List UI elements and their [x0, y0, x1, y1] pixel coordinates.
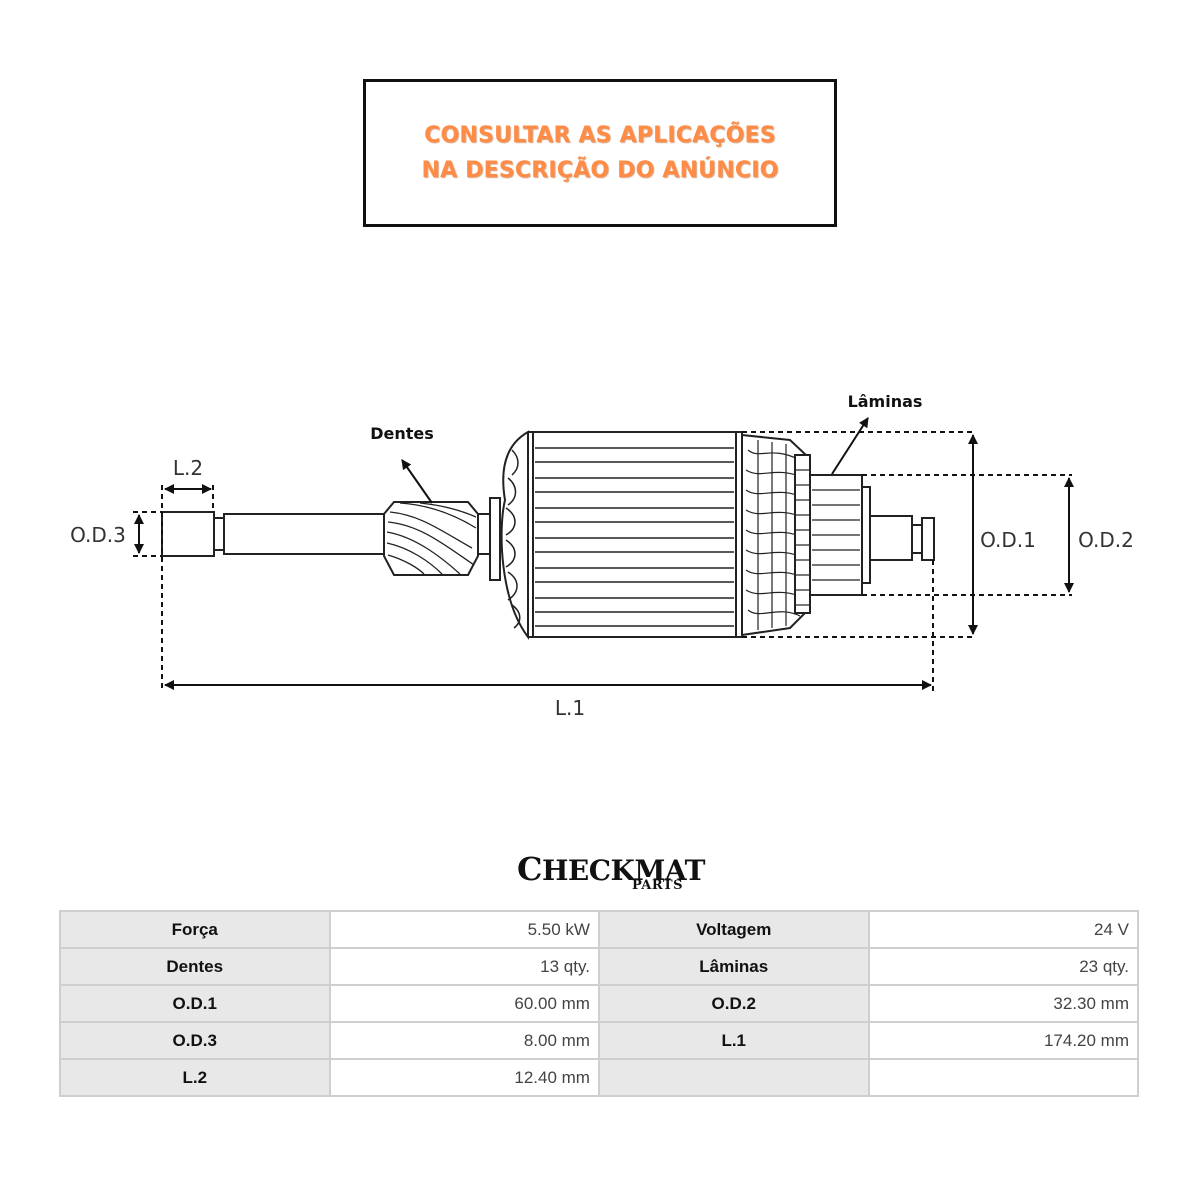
teeth-callout: Dentes	[370, 424, 434, 443]
shaft-right	[869, 515, 913, 561]
notice-line-2: NA DESCRIÇÃO DO ANÚNCIO	[421, 158, 779, 183]
notice-line-1: CONSULTAR AS APLICAÇÕES	[424, 123, 776, 148]
spec-key: O.D.2	[599, 986, 868, 1021]
brand-name: HECKMAT	[541, 854, 705, 887]
spec-value: 24 V	[869, 912, 1137, 947]
spec-key: Dentes	[61, 949, 329, 984]
spec-key	[599, 1060, 868, 1095]
spec-value: 8.00 mm	[330, 1023, 598, 1058]
spec-key: Lâminas	[599, 949, 868, 984]
shaft-main	[223, 513, 385, 555]
spec-value: 13 qty.	[330, 949, 598, 984]
spec-value	[869, 1060, 1137, 1095]
notice-box: CONSULTAR AS APLICAÇÕES NA DESCRIÇÃO DO …	[363, 79, 837, 227]
spec-value: 12.40 mm	[330, 1060, 598, 1095]
od1-label: O.D.1	[980, 528, 1036, 552]
core-slots	[535, 447, 734, 627]
spec-value: 32.30 mm	[869, 986, 1137, 1021]
spec-value: 23 qty.	[869, 949, 1137, 984]
armature-diagram: L.2 O.D.3 L.1 O.D.1 O.D.2 Dentes Lâminas	[70, 392, 1134, 720]
blades-callout: Lâminas	[848, 392, 923, 411]
teeth-callout-arrow	[401, 459, 433, 504]
left-winding	[500, 430, 529, 640]
spec-key: O.D.3	[61, 1023, 329, 1058]
armature-drawing	[161, 430, 935, 640]
armature-core	[532, 431, 737, 638]
od3-label: O.D.3	[70, 523, 126, 547]
brand-initial: C	[517, 850, 542, 888]
brand-sub: PARTS	[631, 878, 683, 893]
spec-key: Voltagem	[599, 912, 868, 947]
spec-key: O.D.1	[61, 986, 329, 1021]
shaft-end-od3	[161, 511, 215, 557]
pinion-teeth-lines	[386, 502, 477, 575]
pinion-collar	[477, 513, 491, 555]
core-washer	[489, 497, 501, 581]
l2-label: L.2	[173, 456, 203, 480]
commutator-ring	[794, 454, 811, 614]
brand-logo: CHECKMAT PARTS	[517, 850, 705, 898]
spec-value: 174.20 mm	[869, 1023, 1137, 1058]
spec-key: L.1	[599, 1023, 868, 1058]
shaft-groove	[213, 517, 225, 551]
spec-key: Força	[61, 912, 329, 947]
pinion-gear	[383, 501, 479, 576]
od2-label: O.D.2	[1078, 528, 1134, 552]
spec-value: 5.50 kW	[330, 912, 598, 947]
blades-callout-arrow	[831, 417, 869, 475]
spec-key: L.2	[61, 1060, 329, 1095]
l1-label: L.1	[555, 696, 585, 720]
spec-value: 60.00 mm	[330, 986, 598, 1021]
